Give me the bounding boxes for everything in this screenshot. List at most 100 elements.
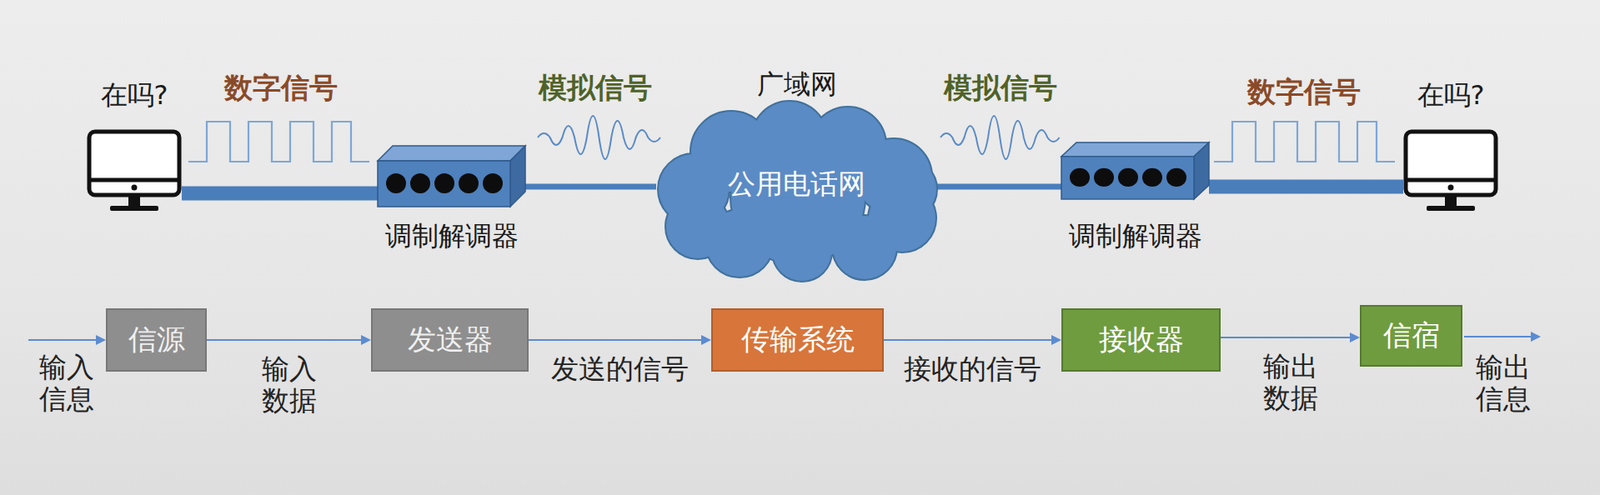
modem-led	[1093, 168, 1114, 187]
connector-line	[206, 339, 362, 342]
connector	[1208, 186, 1404, 188]
connector	[937, 186, 1062, 188]
arrowhead	[1349, 332, 1360, 343]
connector-line	[1220, 336, 1351, 339]
process-box: 信宿	[1359, 305, 1463, 367]
cloud-fill-group	[658, 101, 937, 281]
cloud-outline	[666, 195, 730, 259]
node-text: 传输系统	[741, 323, 855, 357]
monitor-icon	[86, 129, 182, 215]
process-box: 接收器	[1061, 308, 1221, 372]
node-text: 信宿	[1383, 319, 1440, 352]
connector	[528, 335, 712, 346]
computer: 在吗?	[86, 129, 182, 215]
modem-front	[1061, 156, 1194, 200]
connector-line	[1208, 180, 1404, 195]
signal-label: 数字信号	[1247, 75, 1361, 109]
modem-led	[1118, 168, 1139, 187]
node-text: 公用电话网	[727, 168, 866, 201]
process-box: 信源	[105, 308, 207, 372]
node-text: 发送器	[407, 323, 493, 357]
arrowhead	[95, 335, 106, 346]
connector-line	[525, 184, 657, 191]
node-text: 信源	[128, 323, 186, 357]
modem-led	[1069, 168, 1090, 187]
modem-led	[386, 173, 407, 194]
connector	[1220, 332, 1360, 343]
arrow-line	[28, 339, 98, 342]
power-dot	[1448, 185, 1455, 191]
square-wave	[1213, 121, 1395, 162]
io-label: 输入 信息	[36, 351, 98, 416]
process-box: 发送器	[371, 308, 529, 372]
node-text: 接收器	[1098, 323, 1184, 357]
stand-neck	[128, 195, 141, 207]
modem-led	[1142, 168, 1163, 187]
node-heading: 调制解调器	[1068, 220, 1203, 252]
edge-label: 输入 数据	[258, 353, 320, 417]
analog-wave	[537, 115, 661, 160]
arrowhead	[1530, 331, 1541, 342]
modem-led	[410, 173, 431, 194]
connector-line	[937, 184, 1062, 191]
power-dot	[131, 185, 138, 191]
connector	[525, 186, 657, 188]
digital-wave	[1213, 121, 1395, 162]
modem-top	[1061, 142, 1209, 157]
process-box: 传输系统	[711, 308, 884, 372]
edge-label: 输出 数据	[1259, 351, 1321, 415]
stand-base	[1426, 205, 1475, 211]
connector	[206, 335, 372, 346]
signal-label: 数字信号	[224, 71, 338, 105]
chin-line	[89, 178, 180, 183]
modem-led	[482, 173, 503, 194]
chin-line	[1405, 178, 1496, 183]
modem-led	[1166, 168, 1187, 187]
digital-wave	[188, 121, 370, 162]
io-label: 输出 信息	[1473, 351, 1535, 416]
arrow-line	[1464, 336, 1532, 338]
sine-wave	[537, 115, 661, 160]
modem: 调制解调器	[377, 145, 526, 207]
square-wave	[188, 121, 370, 162]
arrowhead	[701, 335, 712, 346]
modem-top	[377, 145, 526, 161]
output-arrow	[1464, 331, 1541, 342]
node-heading: 在吗?	[100, 80, 169, 111]
modem-led	[434, 173, 455, 194]
modem-side	[510, 145, 526, 207]
screen	[89, 131, 180, 196]
connector	[181, 193, 378, 195]
node-heading: 广域网	[757, 69, 838, 101]
network-cloud: 广域网公用电话网	[656, 101, 938, 281]
connector-line	[883, 339, 1053, 342]
signal-label: 模拟信号	[538, 71, 653, 105]
monitor-icon	[1403, 129, 1499, 215]
stand-neck	[1444, 195, 1457, 207]
modem-front	[377, 160, 511, 207]
input-arrow	[28, 335, 106, 346]
connector	[883, 335, 1062, 346]
cloud-outline-group	[658, 101, 937, 281]
modem: 调制解调器	[1061, 142, 1209, 200]
analog-wave	[940, 115, 1060, 160]
modem-led	[458, 173, 479, 194]
arrowhead	[1051, 335, 1062, 346]
cloud-fill	[666, 195, 730, 259]
screen	[1405, 131, 1496, 196]
connector-line	[181, 186, 378, 201]
modem-side	[1193, 142, 1209, 200]
signal-label: 模拟信号	[943, 71, 1058, 105]
node-heading: 调制解调器	[385, 220, 519, 252]
arrowhead	[361, 335, 372, 346]
stand-base	[110, 205, 159, 211]
modem-icon	[377, 145, 526, 207]
edge-label: 接收的信号	[903, 353, 1042, 386]
node-heading: 在吗?	[1417, 80, 1485, 111]
sine-wave	[940, 115, 1060, 160]
computer: 在吗?	[1403, 129, 1499, 215]
modem-icon	[1061, 142, 1209, 200]
connector-line	[528, 339, 703, 342]
edge-label: 发送的信号	[551, 353, 689, 386]
